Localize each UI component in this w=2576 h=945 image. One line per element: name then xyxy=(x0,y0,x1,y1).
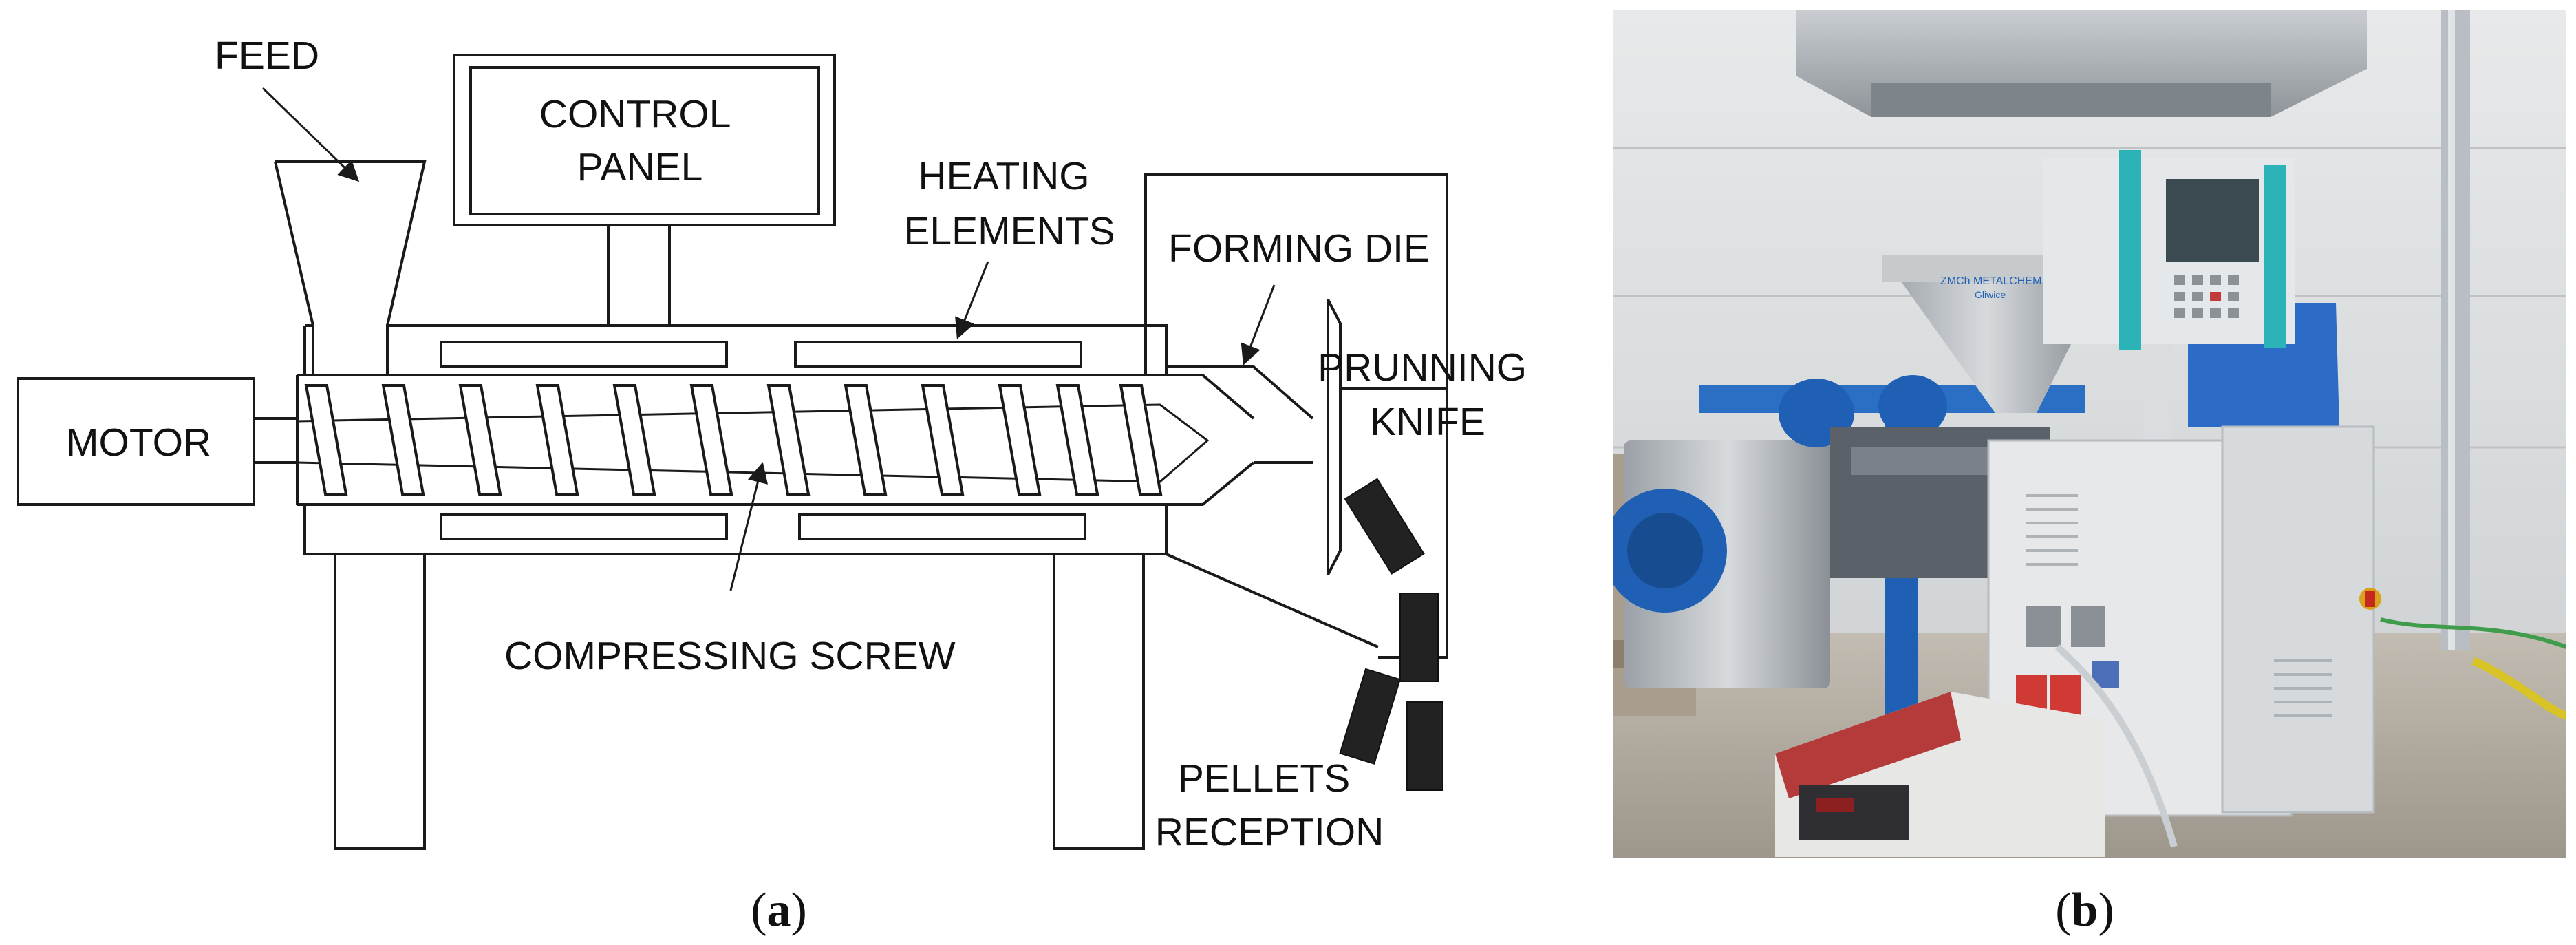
label-motor: MOTOR xyxy=(66,421,211,465)
hopper-plate-text-2: Gliwice xyxy=(1975,289,2006,300)
control-panel-inner xyxy=(469,66,820,215)
heater-bottom-left xyxy=(440,513,728,540)
heating-jacket-bottom xyxy=(303,503,1168,555)
steel-column xyxy=(2441,10,2470,650)
pellets xyxy=(1339,478,1443,791)
label-compressing-screw: COMPRESSING SCREW xyxy=(504,634,956,678)
label-heating-elements: HEATING ELEMENTS xyxy=(903,154,1115,253)
screw-arrow xyxy=(729,462,769,591)
caption-b: (b) xyxy=(2055,884,2114,937)
label-feed: FEED xyxy=(215,34,319,78)
heater-top-left xyxy=(440,341,728,368)
extruder-photo: ZMCh METALCHEM Sp. z o.o. Gliwice xyxy=(1613,10,2566,858)
left-leg xyxy=(334,553,426,850)
photo-screen xyxy=(2166,179,2259,262)
motor-box xyxy=(17,377,255,506)
pruning-knife-blade xyxy=(1327,299,1342,575)
pellet xyxy=(1399,593,1439,682)
feed-hopper xyxy=(274,160,427,375)
right-leg xyxy=(1053,553,1145,850)
forming-die-arrow xyxy=(1241,284,1276,365)
pellet xyxy=(1406,701,1443,791)
extruder-diagram: FEED CONTROL PANEL HEATING ELEMENTS FORM… xyxy=(17,34,1538,854)
caption-a: (a) xyxy=(751,884,807,937)
heater-bottom-right xyxy=(798,513,1086,540)
control-panel-outer xyxy=(453,54,836,226)
label-prunning-knife: PRUNNING KNIFE xyxy=(1318,346,1538,444)
label-forming-die: FORMING DIE xyxy=(1168,226,1430,270)
die-nozzle xyxy=(1166,365,1314,464)
label-pellets-reception: PELLETS RECEPTION xyxy=(1155,756,1384,854)
label-control-panel: CONTROL PANEL xyxy=(539,92,740,189)
heater-top-right xyxy=(794,341,1082,368)
pellet xyxy=(1344,478,1425,575)
photo-hopper xyxy=(1882,255,2092,413)
feed-arrow xyxy=(261,87,360,182)
pellet xyxy=(1339,668,1401,765)
screw-flights xyxy=(304,384,1163,496)
heating-arrow xyxy=(955,261,989,339)
